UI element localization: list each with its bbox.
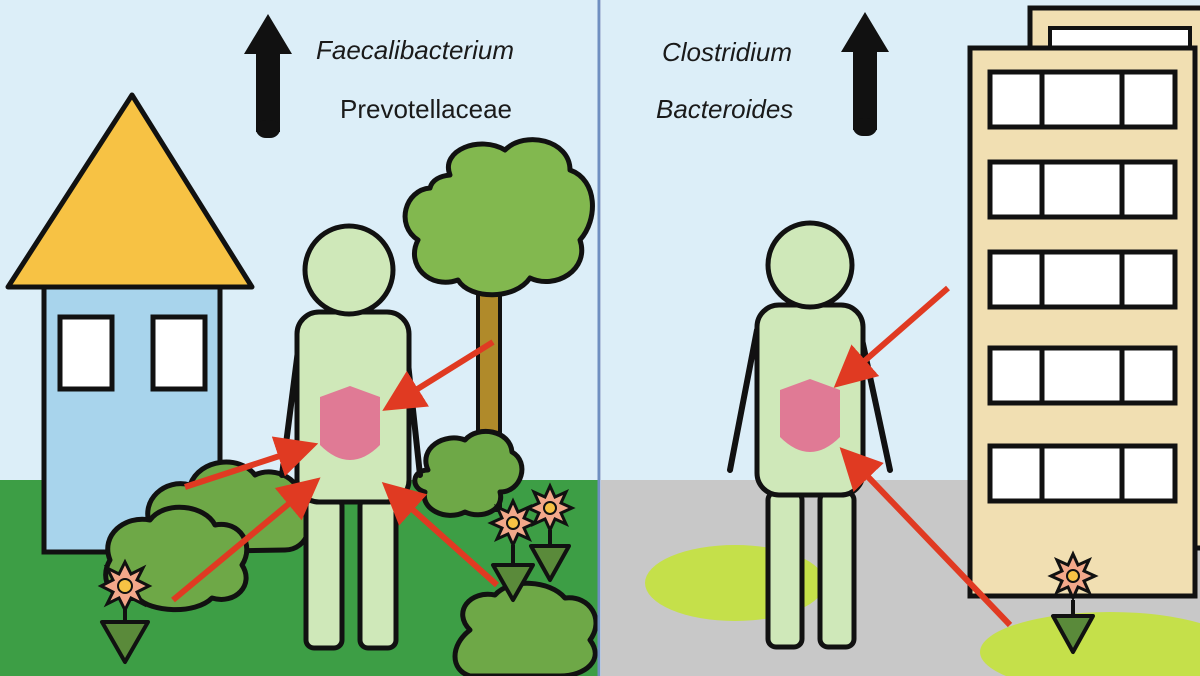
- flower-icon: [1047, 550, 1099, 654]
- up-arrow-icon: [841, 12, 889, 136]
- gut-icon: [780, 379, 840, 452]
- flower-icon: [524, 482, 576, 582]
- microbe-transfer-arrows: [833, 285, 1013, 628]
- rural-taxon-label-2: Prevotellaceae: [340, 94, 512, 124]
- flower-icon: [487, 497, 539, 602]
- up-arrow-icon: [244, 14, 292, 138]
- microbe-transfer-arrows: [171, 339, 499, 603]
- lawn-patch: [980, 612, 1200, 676]
- rural-taxon-label-1: Faecalibacterium: [316, 35, 514, 65]
- flower-icon: [97, 558, 153, 664]
- rural-panel: [0, 0, 599, 676]
- gut-icon: [320, 386, 380, 460]
- building-icon: [967, 5, 1200, 599]
- urban-taxon-label-2: Bacteroides: [656, 94, 794, 124]
- urban-panel: [601, 0, 1200, 676]
- bush-icon: [452, 580, 599, 676]
- urban-taxon-label-1: Clostridium: [662, 37, 793, 67]
